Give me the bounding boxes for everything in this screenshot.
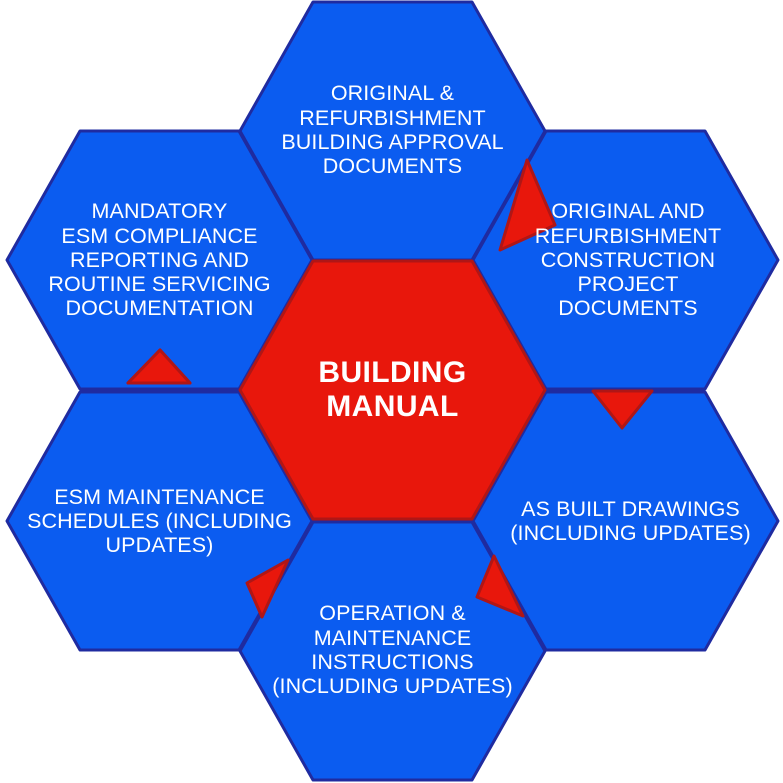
- hexagon-center-building-manual[interactable]: [238, 259, 547, 521]
- arrow-right-icon: [475, 554, 525, 618]
- arrow-top-left-icon: [498, 158, 557, 252]
- hexagon-bottom-left[interactable]: [5, 390, 314, 652]
- arrow-group: [126, 158, 654, 619]
- outer-hexagon-group: [5, 0, 780, 782]
- arrow-top-right-icon: [591, 389, 654, 430]
- center-hexagon-group: [238, 259, 547, 521]
- arrow-left-icon: [126, 348, 192, 385]
- arrow-bottom-right-icon: [245, 558, 290, 619]
